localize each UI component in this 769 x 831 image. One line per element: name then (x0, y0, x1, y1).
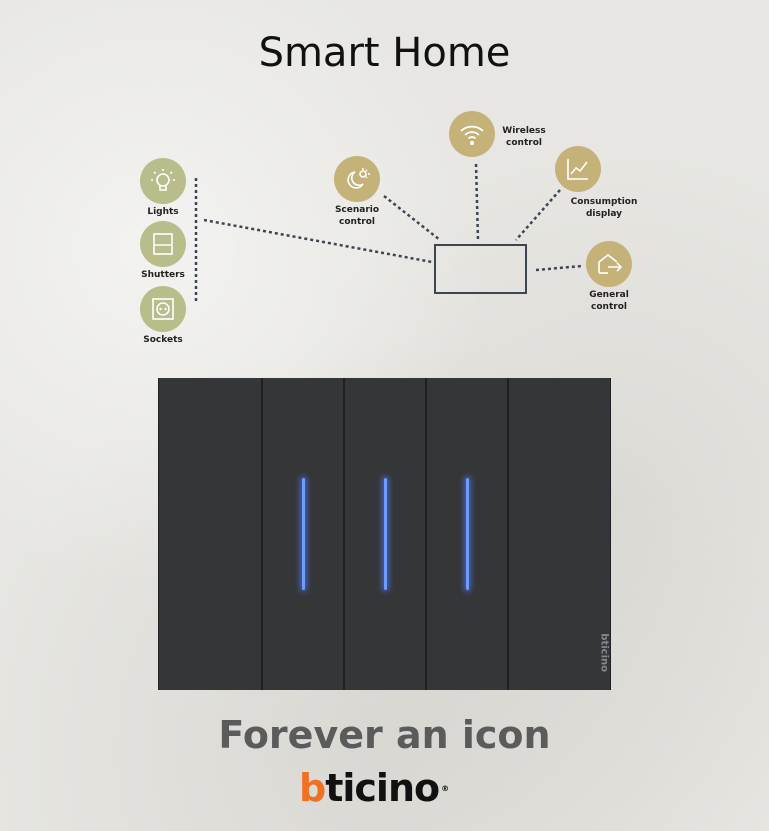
switch-panel-5: bticino (508, 378, 611, 690)
switch-rocker-3[interactable] (426, 378, 508, 690)
scenario-line (383, 195, 441, 241)
lights-label: Lights (147, 207, 179, 217)
switch-rocker-2[interactable] (344, 378, 426, 690)
shutters-icon (140, 221, 186, 267)
logo-rest: ticino (325, 766, 440, 810)
shutters-node: Shutters (135, 221, 191, 281)
scenario-label-2: control (339, 217, 375, 227)
wireless-line (474, 163, 480, 241)
general-label-1: General (589, 290, 629, 300)
logo-first-letter: b (299, 766, 326, 810)
scenario-node: Scenario control (330, 156, 384, 228)
brand-vertical-text: bticino (599, 633, 610, 672)
wireless-node (449, 111, 495, 157)
socket-icon (140, 286, 186, 332)
connection-lines (194, 163, 583, 302)
tagline: Forever an icon (218, 713, 551, 757)
consumption-line (515, 189, 561, 241)
led-indicator (384, 478, 387, 590)
house-arrow-icon (586, 241, 632, 287)
control-hub (434, 244, 527, 294)
left-to-hub-line (203, 218, 433, 264)
general-label-2: control (591, 302, 627, 312)
shutters-label: Shutters (141, 270, 185, 280)
wifi-icon (449, 111, 495, 157)
page-title: Smart Home (258, 30, 511, 76)
sockets-node: Sockets (135, 286, 191, 346)
switch-plate: bticino (158, 378, 611, 690)
scenario-label-1: Scenario (334, 205, 380, 215)
wireless-label-1: Wireless (502, 126, 546, 136)
consumption-label-2: display (585, 209, 623, 219)
switch-rocker-1[interactable] (262, 378, 344, 690)
switch-panel-1 (158, 378, 262, 690)
led-indicator (302, 478, 305, 590)
wireless-label-2: control (506, 138, 542, 148)
moon-sun-icon (334, 156, 380, 202)
smart-home-diagram: Lights Shutters Sockets Scenario control… (0, 0, 769, 360)
chart-icon (555, 146, 601, 192)
general-node: General control (584, 241, 634, 313)
lightbulb-icon (140, 158, 186, 204)
registered-mark: ® (441, 783, 449, 793)
general-line (535, 264, 583, 272)
sockets-label: Sockets (143, 335, 183, 345)
lights-node: Lights (135, 158, 191, 218)
led-indicator (466, 478, 469, 590)
consumption-node (555, 146, 601, 192)
consumption-label-1: Consumption (570, 197, 638, 207)
